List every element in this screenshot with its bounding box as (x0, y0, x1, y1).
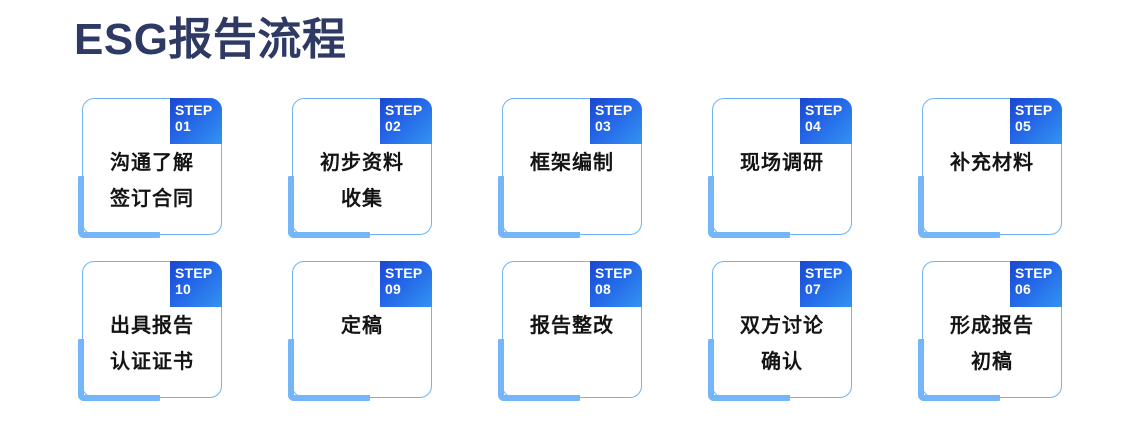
step-badge-number: 03 (595, 118, 611, 134)
card-accent-bottom (78, 395, 160, 401)
process-row-bottom: STEP 10 出具报告 认证证书 STEP 09 定稿 (78, 261, 1062, 401)
card-accent-left (78, 176, 84, 238)
step-badge-number: 09 (385, 281, 401, 297)
step-label-line: 初步资料 (320, 152, 404, 174)
step-card-08[interactable]: STEP 08 报告整改 (498, 261, 642, 401)
step-badge-number: 06 (1015, 281, 1031, 297)
step-badge-number: 02 (385, 118, 401, 134)
step-label-02: 初步资料 收集 (293, 145, 431, 217)
step-card-10[interactable]: STEP 10 出具报告 认证证书 (78, 261, 222, 401)
step-badge-word: STEP (595, 102, 633, 118)
step-label-line: 确认 (761, 351, 803, 373)
step-badge-06: STEP 06 (1010, 261, 1062, 307)
step-badge-01: STEP 01 (170, 98, 222, 144)
step-badge-word: STEP (385, 265, 423, 281)
step-label-line: 签订合同 (110, 188, 194, 210)
step-card-01[interactable]: STEP 01 沟通了解 签订合同 (78, 98, 222, 238)
card-accent-bottom (918, 232, 1000, 238)
page-title: ESG报告流程 (74, 15, 347, 64)
step-badge-number: 07 (805, 281, 821, 297)
card-accent-bottom (918, 395, 1000, 401)
card-accent-left (288, 176, 294, 238)
step-card-06[interactable]: STEP 06 形成报告 初稿 (918, 261, 1062, 401)
step-label-line: 双方讨论 (740, 315, 824, 337)
card-accent-bottom (288, 395, 370, 401)
step-badge-03: STEP 03 (590, 98, 642, 144)
card-accent-left (708, 176, 714, 238)
step-badge-word: STEP (805, 265, 843, 281)
step-label-10: 出具报告 认证证书 (83, 308, 221, 380)
step-badge-05: STEP 05 (1010, 98, 1062, 144)
step-badge-number: 05 (1015, 118, 1031, 134)
step-label-09: 定稿 (293, 308, 431, 344)
step-badge-word: STEP (1015, 102, 1053, 118)
card-accent-bottom (78, 232, 160, 238)
step-card-04[interactable]: STEP 04 现场调研 (708, 98, 852, 238)
step-card-02[interactable]: STEP 02 初步资料 收集 (288, 98, 432, 238)
step-label-line: 补充材料 (950, 152, 1034, 174)
step-label-04: 现场调研 (713, 145, 851, 181)
card-accent-bottom (708, 232, 790, 238)
step-label-line: 框架编制 (530, 152, 614, 174)
card-accent-left (78, 339, 84, 401)
step-label-08: 报告整改 (503, 308, 641, 344)
step-label-05: 补充材料 (923, 145, 1061, 181)
step-label-07: 双方讨论 确认 (713, 308, 851, 380)
step-badge-number: 10 (175, 281, 191, 297)
step-badge-10: STEP 10 (170, 261, 222, 307)
step-label-line: 收集 (341, 188, 383, 210)
card-accent-left (288, 339, 294, 401)
card-accent-left (708, 339, 714, 401)
step-badge-08: STEP 08 (590, 261, 642, 307)
card-accent-bottom (498, 232, 580, 238)
step-label-line: 出具报告 (110, 315, 194, 337)
step-card-09[interactable]: STEP 09 定稿 (288, 261, 432, 401)
step-badge-number: 04 (805, 118, 821, 134)
card-accent-left (918, 176, 924, 238)
step-badge-02: STEP 02 (380, 98, 432, 144)
step-badge-09: STEP 09 (380, 261, 432, 307)
step-label-01: 沟通了解 签订合同 (83, 145, 221, 217)
step-badge-word: STEP (1015, 265, 1053, 281)
process-row-top: STEP 01 沟通了解 签订合同 STEP 02 初步资料 收集 (78, 98, 1062, 238)
step-badge-word: STEP (175, 265, 213, 281)
step-label-line: 认证证书 (110, 351, 194, 373)
step-badge-word: STEP (805, 102, 843, 118)
step-card-05[interactable]: STEP 05 补充材料 (918, 98, 1062, 238)
step-badge-word: STEP (175, 102, 213, 118)
step-badge-number: 01 (175, 118, 191, 134)
step-label-line: 沟通了解 (110, 152, 194, 174)
step-label-line: 报告整改 (530, 315, 614, 337)
card-accent-bottom (498, 395, 580, 401)
card-accent-left (498, 176, 504, 238)
card-accent-left (498, 339, 504, 401)
card-accent-bottom (288, 232, 370, 238)
step-label-03: 框架编制 (503, 145, 641, 181)
step-label-line: 初稿 (971, 351, 1013, 373)
step-badge-07: STEP 07 (800, 261, 852, 307)
step-badge-word: STEP (385, 102, 423, 118)
step-label-line: 现场调研 (740, 152, 824, 174)
step-card-07[interactable]: STEP 07 双方讨论 确认 (708, 261, 852, 401)
process-steps-grid: STEP 01 沟通了解 签订合同 STEP 02 初步资料 收集 (78, 98, 1062, 401)
step-card-03[interactable]: STEP 03 框架编制 (498, 98, 642, 238)
step-label-06: 形成报告 初稿 (923, 308, 1061, 380)
step-label-line: 形成报告 (950, 315, 1034, 337)
card-accent-bottom (708, 395, 790, 401)
step-badge-number: 08 (595, 281, 611, 297)
step-badge-04: STEP 04 (800, 98, 852, 144)
step-label-line: 定稿 (341, 315, 383, 337)
step-badge-word: STEP (595, 265, 633, 281)
card-accent-left (918, 339, 924, 401)
